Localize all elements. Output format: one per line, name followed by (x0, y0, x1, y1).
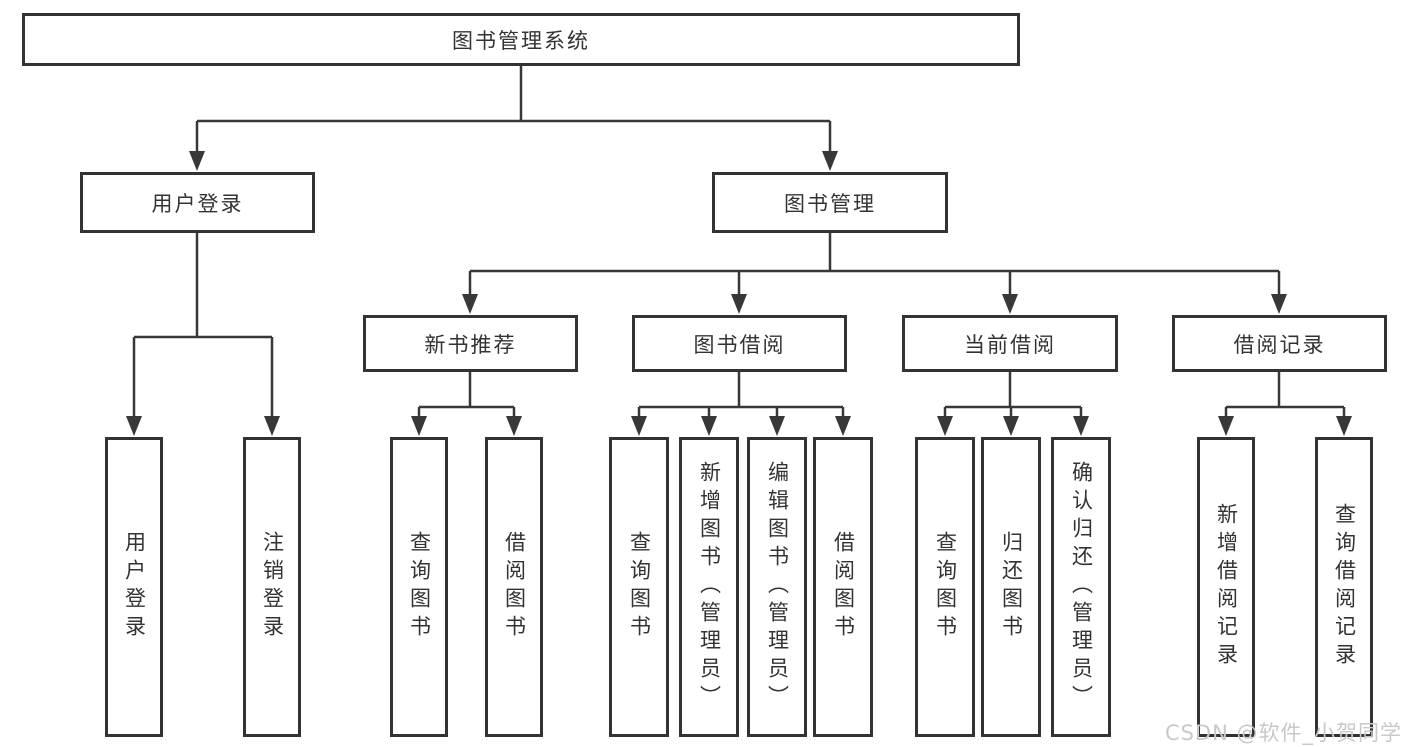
node-label: 查询图书 (627, 531, 652, 643)
node-label: 新增图书（管理员） (697, 461, 722, 713)
node-label: 归还图书 (999, 531, 1024, 643)
node-label: 图书管理系统 (452, 28, 590, 53)
leaf-query-books-recommendation: 查询图书 (390, 437, 448, 737)
node-label: 图书借阅 (693, 332, 786, 357)
node-borrowing-records: 借阅记录 (1172, 315, 1387, 372)
node-book-management: 图书管理 (712, 172, 948, 233)
node-label: 查询借阅记录 (1332, 503, 1357, 671)
node-label: 借阅图书 (502, 531, 527, 643)
leaf-query-books-borrowing: 查询图书 (609, 437, 669, 737)
leaf-return-books: 归还图书 (981, 437, 1041, 737)
leaf-user-login: 用户登录 (105, 437, 163, 737)
node-label: 编辑图书（管理员） (765, 461, 790, 713)
node-book-borrowing: 图书借阅 (632, 315, 847, 372)
leaf-query-borrowing-record: 查询借阅记录 (1315, 437, 1373, 737)
node-label: 图书管理 (784, 191, 876, 216)
csdn-watermark: CSDN @软件_小贺同学 (1164, 721, 1402, 745)
node-label: 新书推荐 (424, 332, 517, 357)
node-label: 用户登录 (122, 531, 147, 643)
leaf-add-books-admin: 新增图书（管理员） (679, 437, 739, 737)
leaf-edit-books-admin: 编辑图书（管理员） (747, 437, 807, 737)
node-label: 借阅图书 (831, 531, 856, 643)
leaf-logout: 注销登录 (243, 437, 301, 737)
leaf-borrow-books: 借阅图书 (813, 437, 873, 737)
node-user-login: 用户登录 (80, 172, 315, 233)
node-label: 借阅记录 (1233, 332, 1326, 357)
node-root-library-management-system: 图书管理系统 (22, 13, 1020, 66)
leaf-borrow-books-recommendation: 借阅图书 (485, 437, 543, 737)
leaf-add-borrowing-record: 新增借阅记录 (1197, 437, 1255, 737)
leaf-query-books-current: 查询图书 (915, 437, 975, 737)
node-label: 当前借阅 (964, 332, 1056, 357)
node-label: 注销登录 (260, 531, 285, 643)
node-label: 新增借阅记录 (1214, 503, 1239, 671)
leaf-confirm-return-admin: 确认归还（管理员） (1051, 437, 1111, 737)
node-new-book-recommendation: 新书推荐 (363, 315, 578, 372)
node-current-borrowing: 当前借阅 (902, 315, 1118, 372)
node-label: 查询图书 (407, 531, 432, 643)
node-label: 用户登录 (151, 191, 244, 216)
node-label: 查询图书 (933, 531, 958, 643)
node-label: 确认归还（管理员） (1069, 461, 1094, 713)
